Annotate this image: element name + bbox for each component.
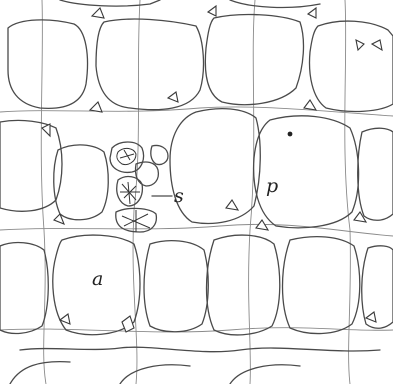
cell-top-right-a [205, 15, 303, 105]
cell-row-bottom [0, 235, 393, 384]
intercell-space [308, 8, 316, 18]
label-a: a [92, 268, 103, 290]
intercell-space [92, 8, 104, 18]
cell-top-right-b [310, 21, 393, 111]
cell-bottom-4 [283, 237, 360, 334]
nucleus-dot [288, 132, 293, 137]
intercell-space [304, 100, 316, 110]
cell-bottom-left [0, 243, 48, 334]
intercell-space [366, 312, 376, 322]
cell-top-left [8, 20, 88, 108]
intercell-space [256, 220, 268, 230]
small-cells-group [110, 142, 172, 232]
cell-mid-right [358, 128, 393, 220]
cell-p [254, 116, 359, 228]
cell-row-top [8, 0, 393, 111]
intercell-space [208, 6, 216, 16]
small-cell-upper-right [151, 145, 168, 164]
cell-bottom-3 [207, 235, 280, 335]
cell-top-middle [96, 19, 203, 110]
intercell-space [122, 316, 134, 332]
cell-row-middle [0, 109, 393, 228]
intercell-space [226, 200, 238, 210]
intercell-space [42, 124, 50, 136]
intercell-space [354, 212, 366, 222]
cell-bottom-2 [144, 241, 208, 332]
cell-mid-left [0, 120, 62, 211]
intercell-space [372, 40, 382, 50]
intercell-space [356, 40, 364, 50]
intercell-space [168, 92, 178, 102]
cell-bottom-5 [362, 246, 393, 328]
intercell-space [90, 102, 102, 112]
label-p: p [266, 175, 278, 197]
label-s: s [174, 185, 184, 207]
small-cell-mid [135, 162, 158, 186]
